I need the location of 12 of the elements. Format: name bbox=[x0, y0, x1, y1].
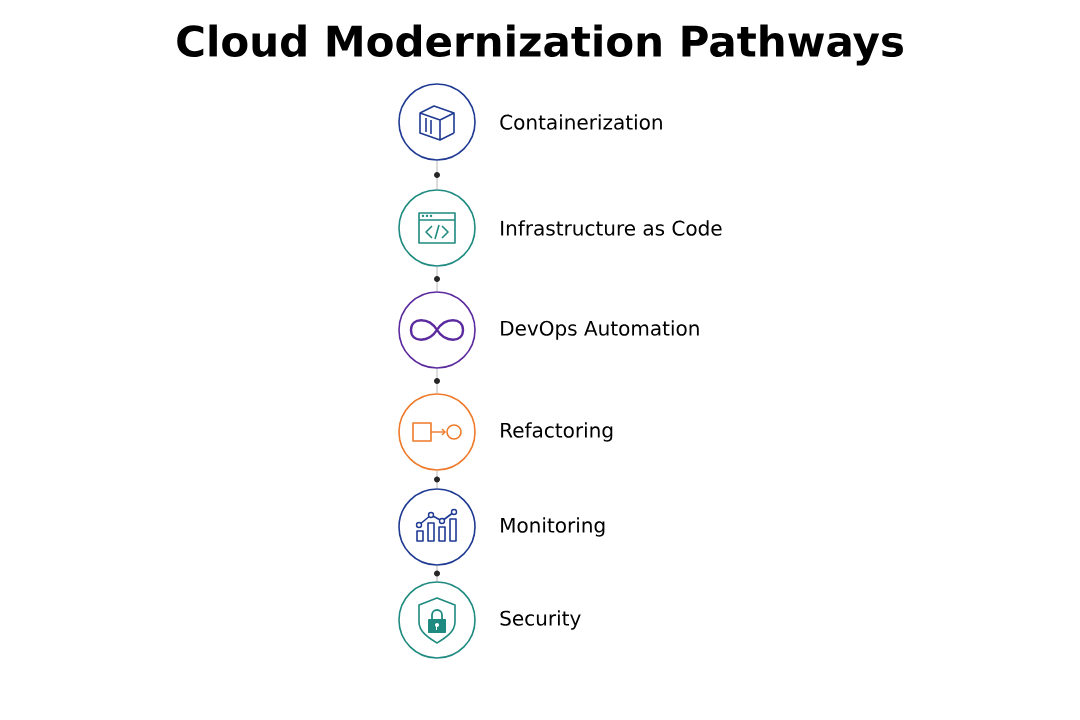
connector bbox=[436, 266, 438, 292]
connector bbox=[436, 565, 438, 582]
connector bbox=[436, 470, 438, 489]
step-label: Infrastructure as Code bbox=[501, 220, 722, 236]
connector bbox=[436, 368, 438, 394]
title: Cloud Modernization Pathways bbox=[177, 24, 903, 66]
connector bbox=[436, 160, 438, 190]
step-label: Refactoring bbox=[501, 422, 613, 442]
step-label: Security bbox=[500, 610, 581, 630]
step-label: Monitoring bbox=[501, 517, 605, 537]
step-label: DevOps Automation bbox=[501, 320, 699, 340]
step-label: Containerization bbox=[500, 114, 662, 130]
